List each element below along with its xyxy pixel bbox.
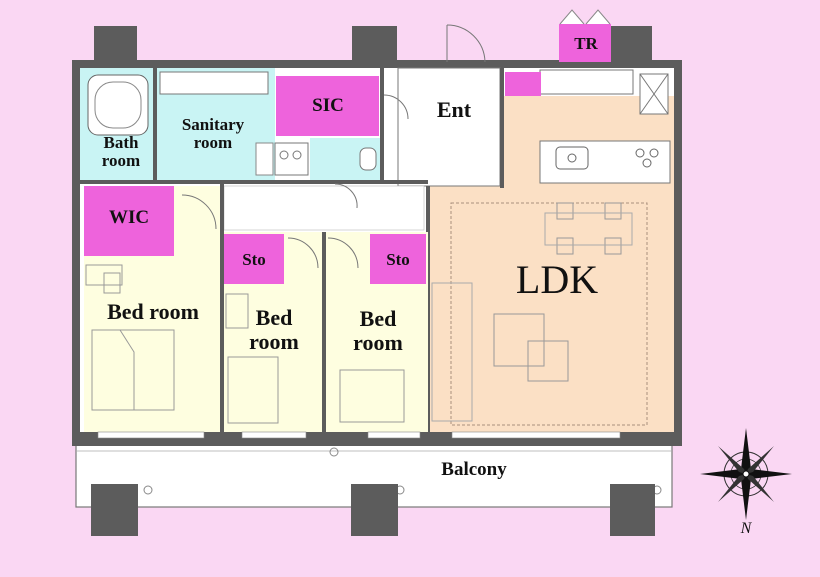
middle-bedroom-label: Bed room — [249, 305, 299, 354]
pillar — [94, 26, 137, 66]
north-label: N — [740, 520, 752, 537]
sofa — [431, 282, 473, 422]
entrance-label: Ent — [436, 97, 472, 122]
kitchen-counter — [539, 140, 671, 184]
pillar — [610, 484, 655, 536]
pillar — [351, 484, 398, 536]
tr-label: TR — [574, 34, 598, 53]
rug — [450, 202, 648, 426]
bath-room-label: Bath room — [101, 133, 141, 171]
sto-left-closet — [224, 234, 284, 284]
sto-right-closet — [370, 234, 426, 284]
entrance-closet — [505, 72, 541, 96]
compass-star-icon — [700, 428, 792, 520]
balcony-label: Balcony — [441, 459, 507, 480]
pillar — [607, 26, 652, 66]
compass-rose: N — [698, 428, 794, 540]
main-bedroom-label: Bed room — [107, 299, 199, 324]
ldk-label: LDK — [515, 257, 599, 302]
wic-closet — [84, 186, 174, 256]
sto-right-label: Sto — [386, 250, 410, 269]
tr-closet — [559, 24, 611, 62]
entrance-area — [397, 67, 501, 187]
sto-left-label: Sto — [242, 250, 266, 269]
wic-label: WIC — [108, 207, 150, 228]
pillar — [91, 484, 138, 536]
sic-label: SIC — [312, 95, 344, 116]
right-bedroom-label: Bed room — [353, 306, 403, 355]
pillar — [352, 26, 397, 66]
bed — [91, 329, 175, 411]
bed — [227, 356, 279, 424]
sanitary-room-label: Sanitary room — [181, 115, 245, 153]
sic-closet — [276, 76, 379, 136]
